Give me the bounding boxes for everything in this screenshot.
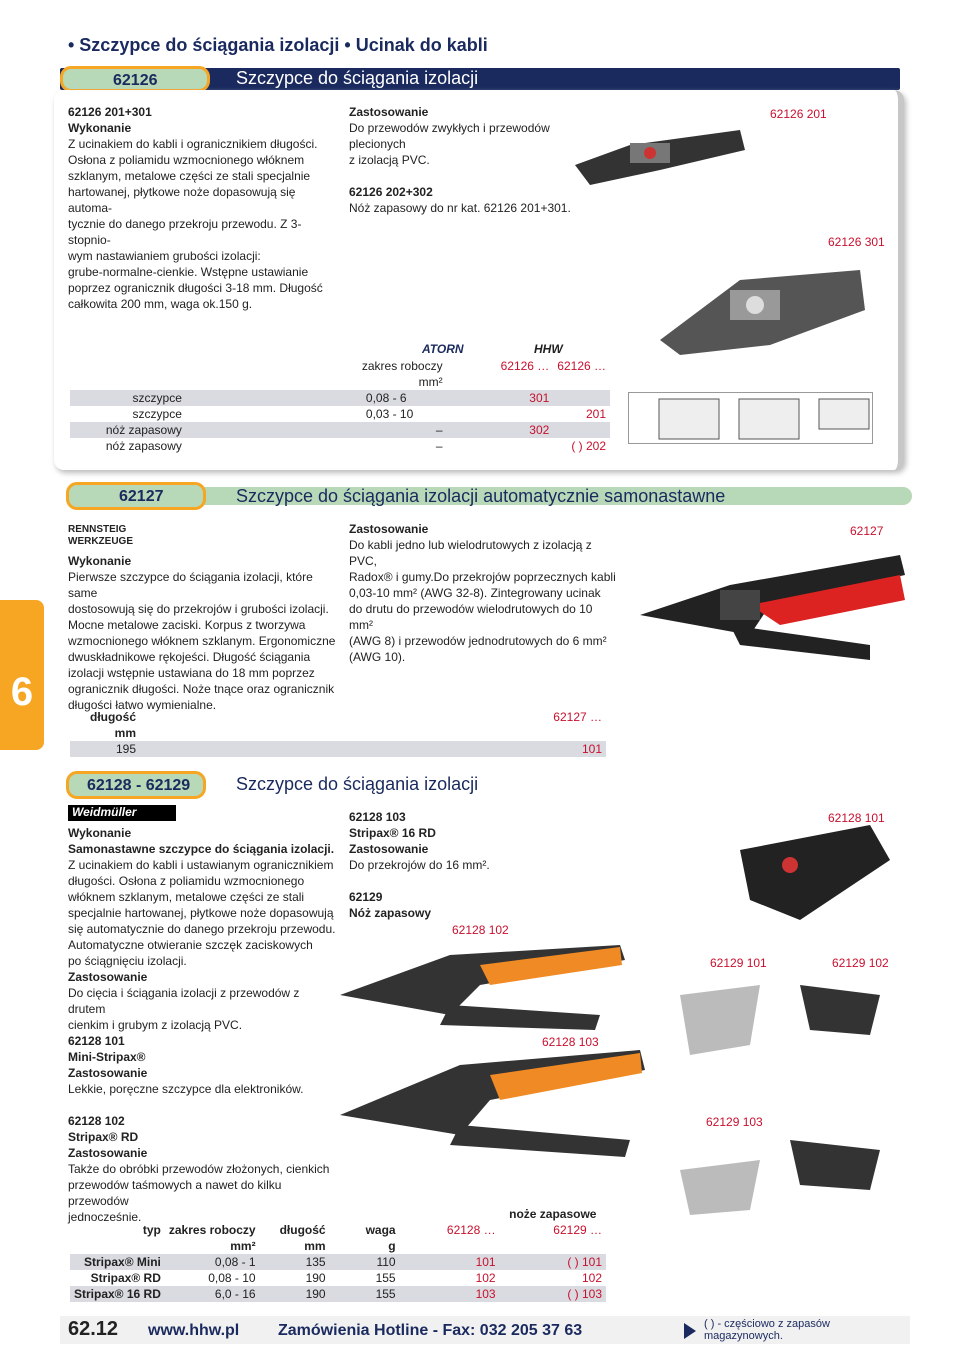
page-title: • Szczypce do ściągania izolacji • Ucina… [68, 35, 488, 55]
website-link[interactable]: www.hhw.pl [148, 1322, 240, 1339]
section-title: Szczypce do ściągania izolacji [236, 774, 479, 794]
section-tab-62128: 62128 - 62129 [66, 771, 206, 799]
table-row: nóż zapasowy–( ) 202 [105, 439, 606, 453]
s3-spec-table: noże zapasowe typ zakres roboczy długość… [70, 1206, 606, 1302]
stripper-image-62127 [630, 545, 910, 665]
section-header-bar [60, 68, 900, 90]
section-title: Szczypce do ściągania izolacji [236, 68, 479, 88]
product-label: 62128 102 [452, 923, 509, 937]
product-label: 62127 [850, 524, 884, 538]
stripper-image-62126-301 [650, 250, 870, 360]
section-tab-62126: 62126 [60, 66, 210, 92]
footer-bar [60, 1316, 910, 1344]
product-label: 62128 103 [542, 1035, 599, 1049]
product-label: 62126 201 [770, 107, 827, 121]
product-label: 62126 301 [828, 235, 885, 249]
section-title: Szczypce do ściągania izolacji automatyc… [236, 486, 726, 506]
hhw-logo: HHW [534, 342, 563, 356]
product-label: 62128 101 [828, 811, 885, 825]
blade-image-62129-103 [670, 1130, 890, 1220]
blade-diagram [628, 392, 873, 444]
page-number: 62.12 [68, 1318, 119, 1340]
footer-note: ( ) - częściowo z zapasów magazynowych. [704, 1318, 830, 1342]
stripper-image-62128-101 [720, 820, 900, 930]
section-tab-62127: 62127 [66, 482, 206, 510]
stripper-image-62128-102 [330, 935, 630, 1035]
product-label: 62129 101 [710, 956, 767, 970]
product-label: 62129 102 [832, 956, 889, 970]
atorn-logo: ATORN [422, 342, 464, 356]
chapter-tab: 6 [0, 600, 44, 750]
section-header-bar [200, 487, 912, 505]
stripper-image-62128-103 [330, 1045, 650, 1165]
rennsteig-logo: RENNSTEIG WERKZEUGE [68, 524, 133, 547]
arrow-right-icon [684, 1323, 696, 1339]
table-row: nóż zapasowy–302 [70, 422, 610, 438]
stripper-image-62126-201 [570, 125, 750, 195]
weidmuller-logo: Weidmüller [68, 805, 176, 821]
product-label: 62129 103 [706, 1115, 763, 1129]
hotline-text: Zamówienia Hotline - Fax: 032 205 37 63 [278, 1322, 583, 1339]
blade-image-62129-101-102 [670, 975, 890, 1065]
